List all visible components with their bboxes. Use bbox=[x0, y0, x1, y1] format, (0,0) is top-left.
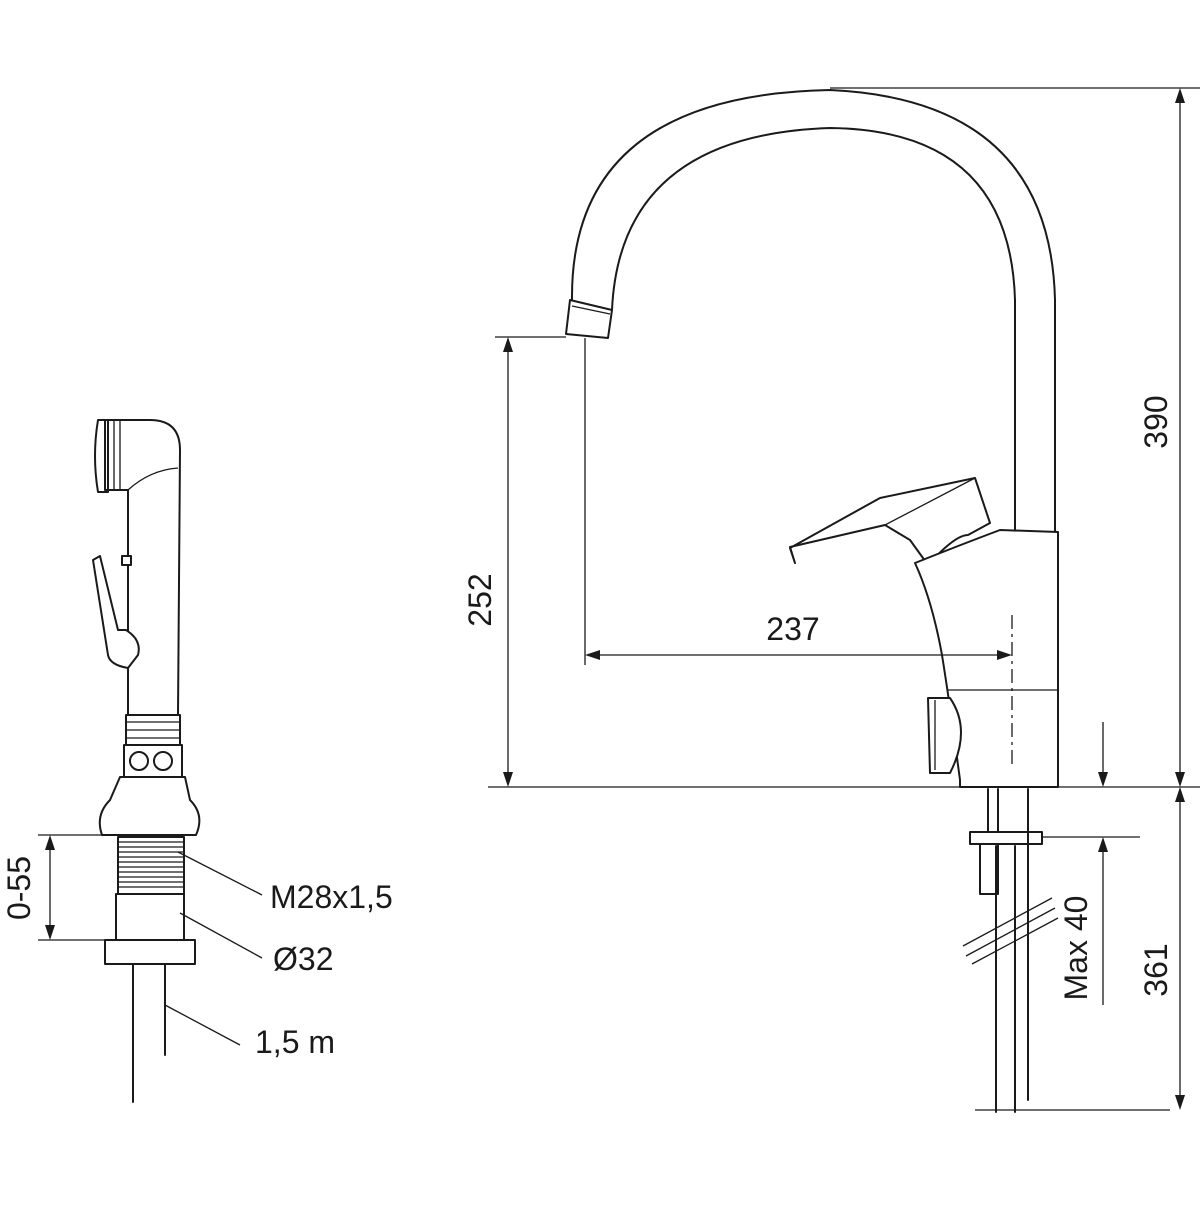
dim-max-counter: Max 40 bbox=[1042, 722, 1140, 1005]
spout-height-label: 252 bbox=[462, 573, 498, 626]
reach-label: 237 bbox=[766, 611, 819, 647]
total-height-label: 390 bbox=[1138, 395, 1174, 448]
diameter-label: Ø32 bbox=[273, 941, 333, 977]
kitchen-faucet: 390 252 237 Max 40 bbox=[462, 87, 1200, 1113]
dim-below-counter: 361 bbox=[1138, 787, 1185, 1110]
faucet-body bbox=[914, 529, 1059, 788]
spray-leaders bbox=[164, 851, 263, 1046]
thread-label: M28x1,5 bbox=[270, 879, 393, 915]
side-spray: 0-55 M28x1,5 Ø32 1,5 m bbox=[1, 419, 393, 1103]
thickness-label: 0-55 bbox=[1, 856, 37, 920]
dim-spout-height: 252 bbox=[462, 336, 566, 787]
spray-collar bbox=[123, 714, 183, 778]
spray-holder bbox=[98, 776, 201, 1103]
below-counter-label: 361 bbox=[1138, 943, 1174, 996]
faucet-spout bbox=[565, 89, 1056, 536]
hose-label: 1,5 m bbox=[255, 1024, 335, 1060]
max-counter-label: Max 40 bbox=[1058, 896, 1094, 1001]
spray-head bbox=[94, 419, 181, 716]
dim-total-height: 390 bbox=[830, 87, 1200, 787]
dim-reach: 237 bbox=[584, 338, 1012, 665]
spray-trigger bbox=[92, 555, 140, 669]
faucet-under-counter bbox=[962, 788, 1170, 1113]
dim-thickness: 0-55 bbox=[1, 834, 118, 941]
